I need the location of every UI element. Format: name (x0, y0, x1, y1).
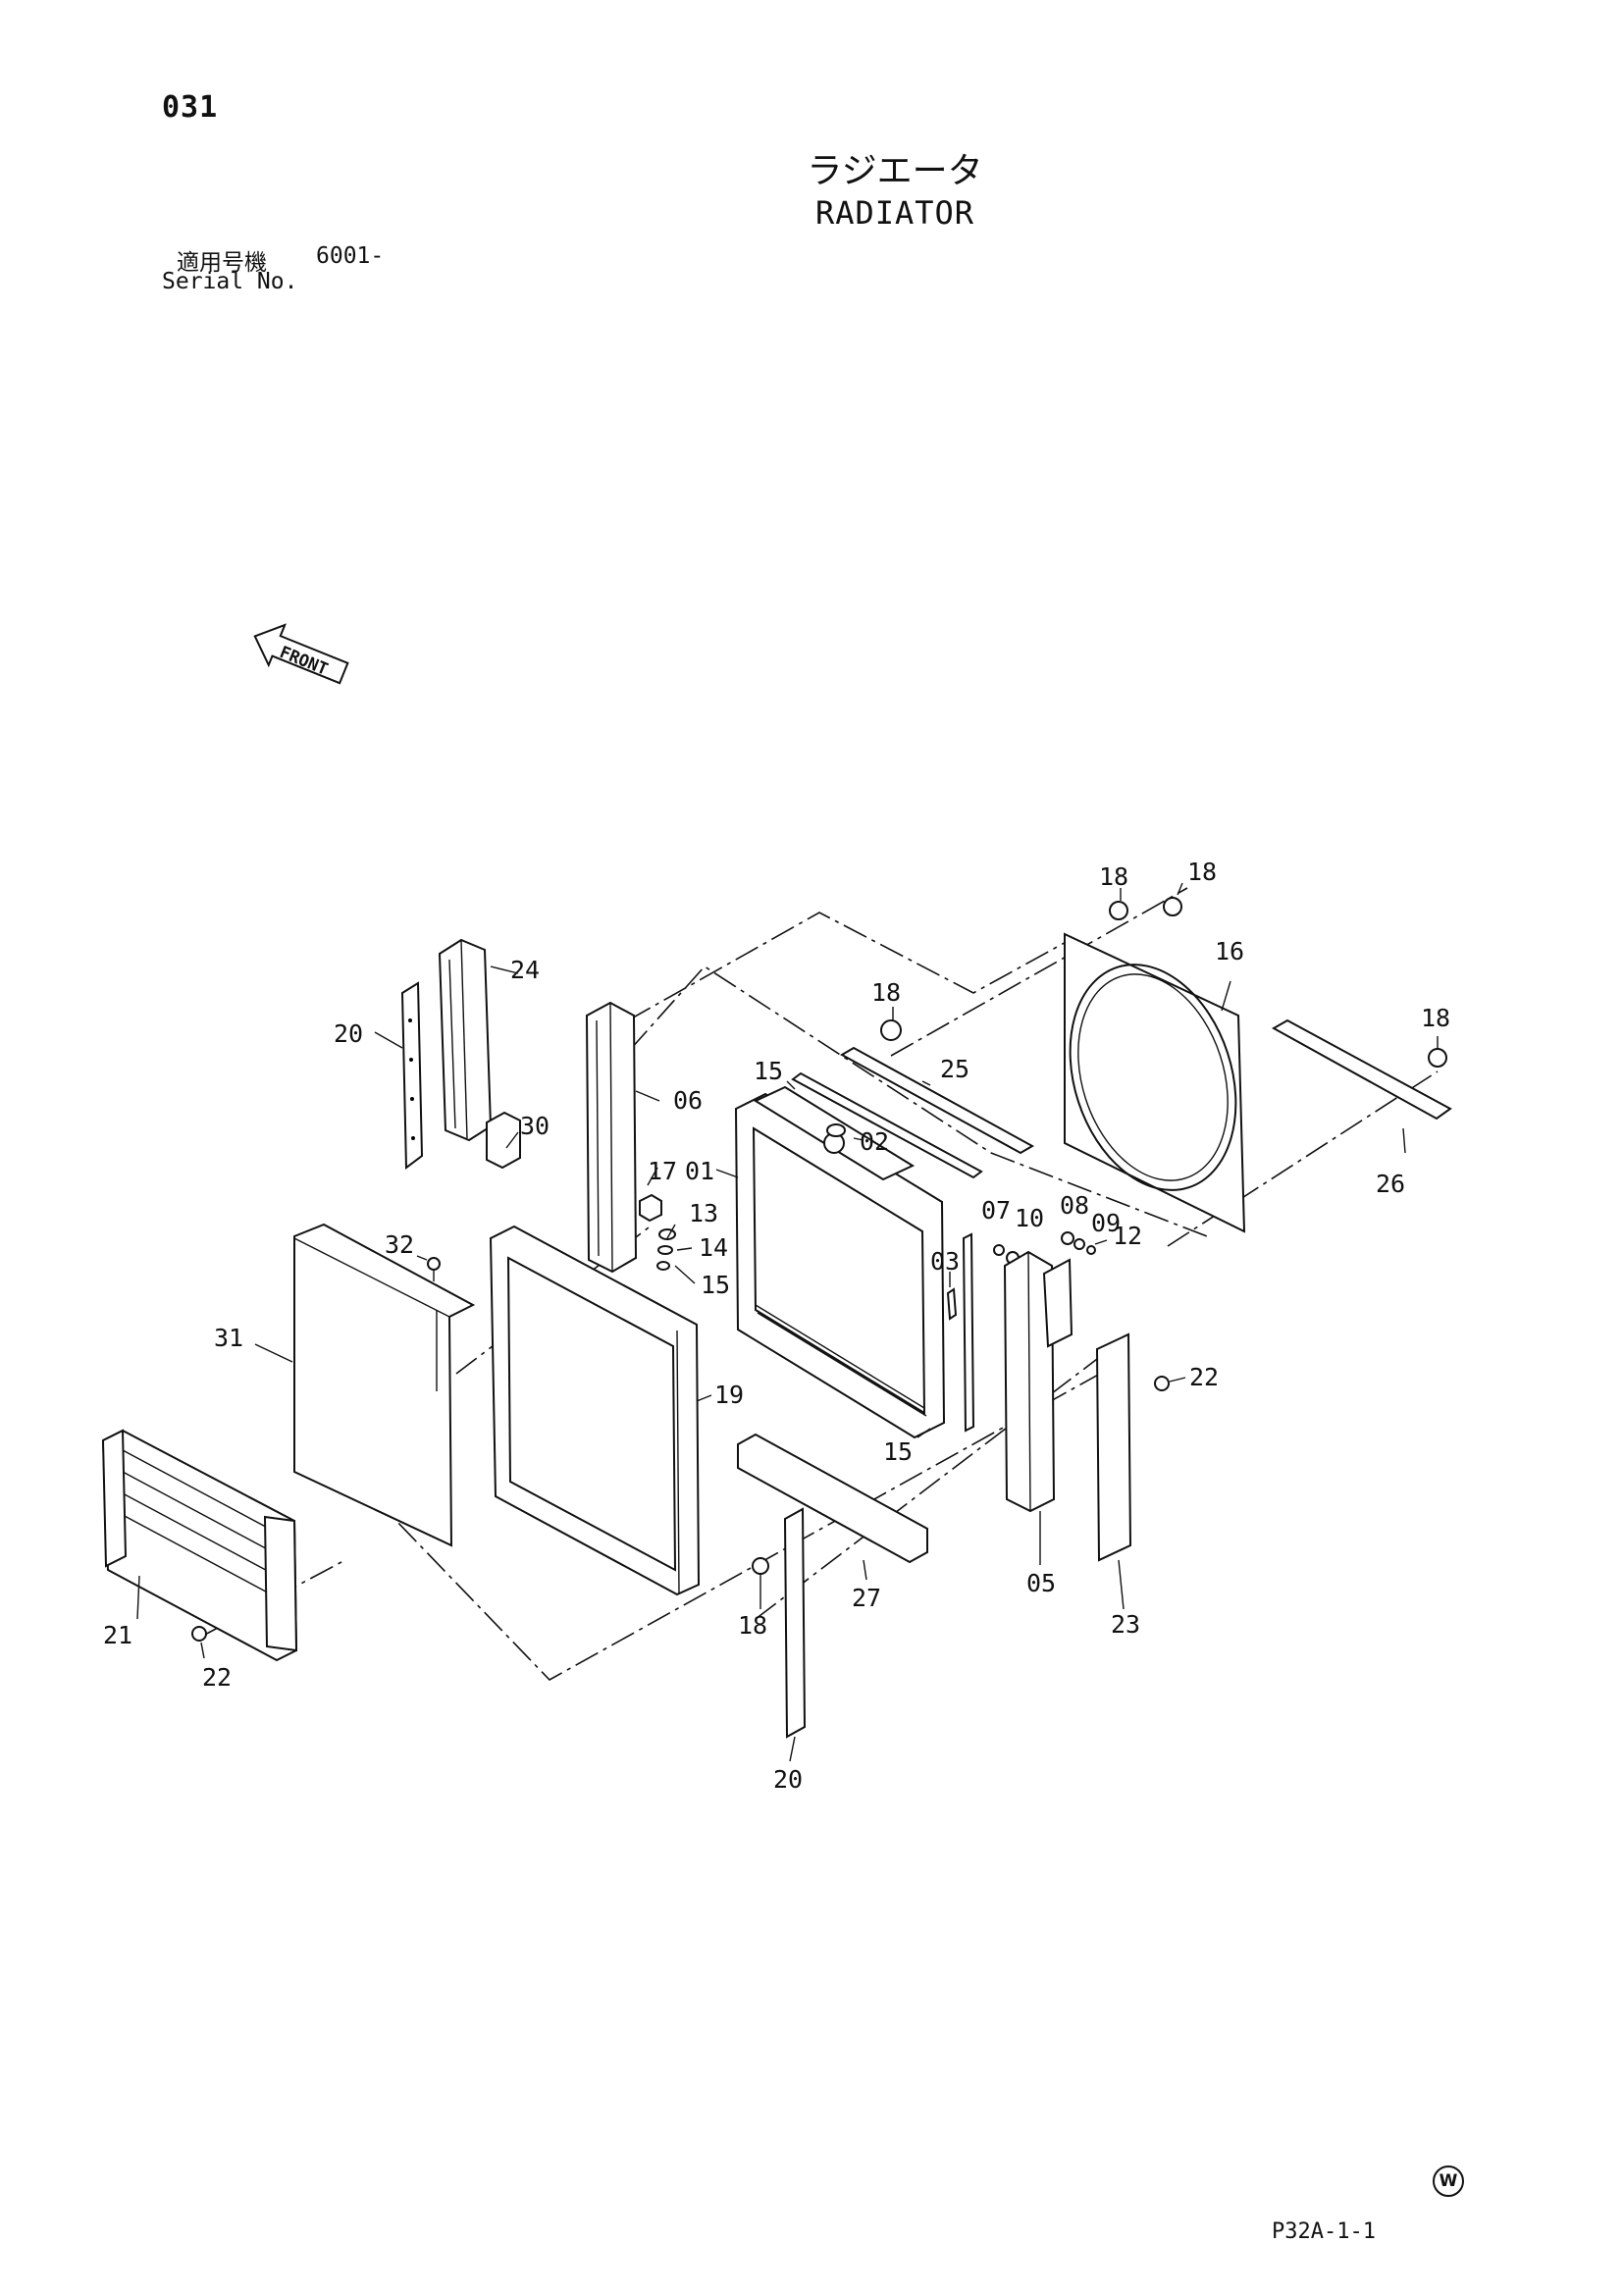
callout-15-lower: 15 (883, 1437, 913, 1466)
front-arrow-icon: FRONT (253, 623, 349, 685)
callout-18-d: 18 (1421, 1004, 1450, 1032)
part-27-bar (737, 1433, 928, 1564)
page-number: 031 (162, 90, 219, 125)
part-32-clip (427, 1257, 441, 1281)
callout-19: 19 (714, 1381, 744, 1409)
w-mark-icon: W (1433, 2166, 1464, 2197)
parts-12-13-14-fasteners (656, 1228, 676, 1271)
part-03-bracket (946, 1287, 958, 1321)
part-20-plate-lower (783, 1507, 807, 1739)
part-16-shroud (1064, 932, 1246, 1233)
part-05-post (1003, 1250, 1073, 1513)
callout-09: 09 (1091, 1209, 1121, 1237)
part-02-cap (826, 1123, 846, 1137)
callout-30: 30 (520, 1112, 550, 1140)
parts-07-11-fasteners (993, 1231, 1096, 1265)
callout-18-e: 18 (738, 1611, 767, 1640)
callout-07: 07 (981, 1196, 1011, 1225)
callout-02: 02 (860, 1127, 889, 1156)
callout-23: 23 (1111, 1610, 1140, 1639)
callout-15-upper: 15 (754, 1057, 783, 1085)
callout-31: 31 (214, 1324, 243, 1352)
part-31-cover (293, 1223, 476, 1547)
callout-27: 27 (852, 1584, 881, 1612)
serial-label-japanese: 適用号機 (177, 250, 267, 276)
callout-22-left: 22 (202, 1663, 232, 1692)
callout-26: 26 (1376, 1170, 1405, 1198)
serial-value: 6001- (316, 243, 385, 269)
callout-24: 24 (510, 956, 540, 984)
part-24-channel (438, 938, 493, 1142)
part-06-member (585, 1001, 638, 1274)
callout-22-right: 22 (1189, 1363, 1219, 1391)
part-18-bolts (752, 897, 1447, 1575)
part-26-angle (1271, 1018, 1452, 1121)
part-30-block (486, 1111, 521, 1170)
callout-11: 12 (1113, 1222, 1142, 1250)
part-15-seals (791, 1071, 983, 1433)
callout-18-b: 18 (1187, 858, 1217, 886)
callout-25: 25 (940, 1055, 969, 1083)
part-20-plate-left (400, 981, 424, 1170)
part-17-block (639, 1193, 662, 1223)
callout-03: 03 (930, 1247, 960, 1276)
leader-lines (136, 882, 1439, 1762)
callout-12: 13 (689, 1199, 718, 1227)
callout-13: 14 (699, 1233, 728, 1262)
title-english: RADIATOR (814, 194, 975, 232)
callout-17: 17 (648, 1157, 677, 1185)
part-22-nuts (191, 1376, 1170, 1642)
callout-05: 05 (1026, 1569, 1056, 1597)
callout-08: 08 (1060, 1191, 1089, 1220)
footer-code: P32A-1-1 (1272, 2219, 1376, 2244)
serial-label-english: Serial No. (162, 269, 298, 294)
part-19-frame (489, 1225, 701, 1596)
title-japanese: ラジエータ (807, 151, 983, 191)
callout-18-c: 18 (871, 978, 901, 1007)
callout-16: 16 (1215, 937, 1244, 965)
callout-labels: 24 20 06 30 17 01 02 15 25 18 18 18 18 1… (103, 858, 1450, 1794)
callout-21: 21 (103, 1621, 132, 1649)
callout-32: 32 (385, 1230, 414, 1259)
callout-20-lower: 20 (773, 1765, 803, 1794)
callout-10: 10 (1015, 1204, 1044, 1232)
callout-20-upper: 20 (334, 1019, 363, 1048)
part-23-plate (1095, 1332, 1132, 1562)
callout-18-a: 18 (1099, 862, 1128, 891)
callout-14-visible: 15 (701, 1271, 730, 1299)
callout-06: 06 (673, 1086, 703, 1115)
callout-01: 01 (685, 1157, 714, 1185)
part-21-oil-cooler (101, 1429, 298, 1662)
part-25-rail (839, 1046, 1035, 1155)
